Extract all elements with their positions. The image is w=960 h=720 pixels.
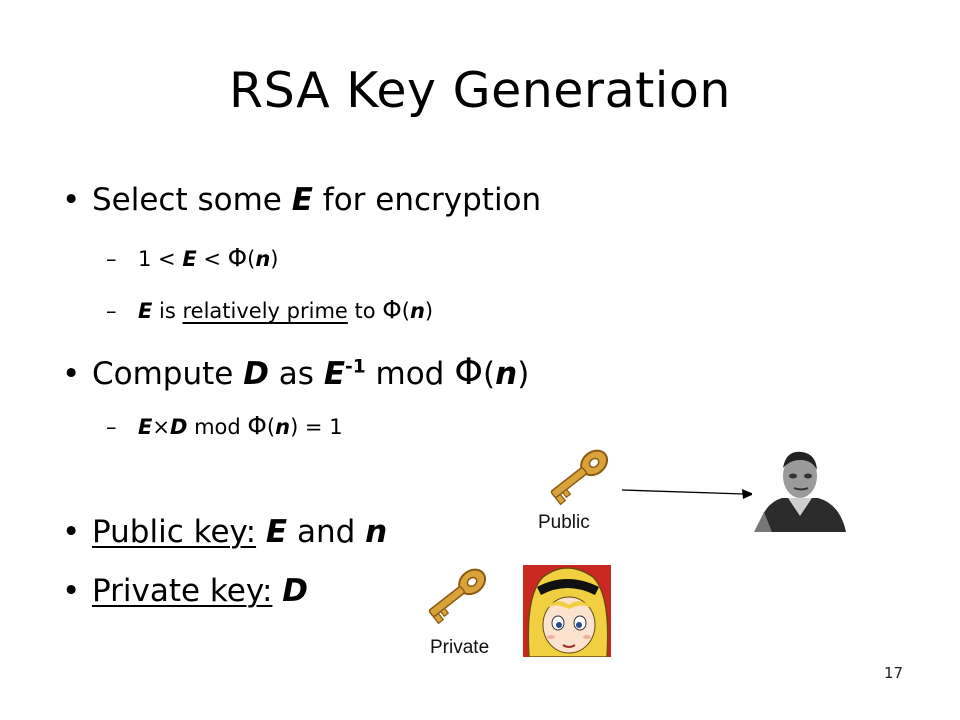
golden-key-icon (550, 449, 609, 506)
text: ) (517, 356, 530, 392)
var-d: D (243, 356, 269, 392)
text: ( (483, 356, 496, 392)
golden-key-icon (428, 568, 487, 625)
underlined-term: Public key: (92, 514, 257, 550)
var-n: n (365, 514, 388, 550)
text: ( (247, 247, 256, 271)
text: as (268, 356, 324, 392)
var-n: n (255, 247, 271, 271)
bullet-public-key: • Public key: E and n (62, 514, 387, 550)
text: to (347, 299, 383, 323)
text: is (152, 299, 183, 323)
private-caption: Private (430, 637, 490, 658)
text: mod (365, 356, 455, 392)
var-e: E (265, 514, 288, 550)
phi-symbol: Φ (454, 350, 484, 393)
var-e: E (182, 247, 197, 271)
text: ) (424, 299, 434, 323)
dash: – (106, 247, 117, 271)
text: ) = 1 (290, 415, 343, 439)
var-d: D (169, 415, 188, 439)
text (272, 573, 282, 609)
var-d: D (282, 573, 308, 609)
alice-cartoon-image (523, 565, 611, 657)
person-photo (752, 442, 848, 532)
bullet-compute-d: • Compute D as E-1 mod Φ(n) (62, 353, 530, 392)
sub-bullet-coprime: –E is relatively prime to Φ(n) (106, 295, 434, 324)
text (256, 514, 266, 550)
var-e: E (291, 182, 313, 218)
sub-bullet-range: –1 < E < Φ(n) (106, 243, 279, 272)
var-e: E (323, 356, 345, 392)
bullet-dot: • (62, 514, 81, 550)
var-n: n (409, 299, 425, 323)
private-key-image: Private (400, 565, 512, 667)
text: < (196, 247, 228, 271)
bullet-dot: • (62, 356, 81, 392)
underlined-term: relatively prime (182, 299, 348, 323)
bullet-select-e: • Select some E for encryption (62, 182, 541, 218)
text: ( (266, 415, 276, 439)
page-number: 17 (884, 664, 904, 682)
text: Select some (92, 182, 292, 218)
text: for encryption (312, 182, 542, 218)
phi-symbol: Φ (247, 411, 267, 440)
public-caption: Public (538, 512, 590, 533)
phi-symbol: Φ (227, 243, 248, 272)
var-n: n (275, 415, 291, 439)
public-key-image: Public (526, 446, 630, 544)
underlined-term: Private key: (92, 573, 273, 609)
dash: – (106, 299, 117, 323)
bullet-private-key: • Private key: D (62, 573, 308, 609)
superscript: -1 (345, 356, 366, 378)
var-n: n (495, 356, 518, 392)
times-symbol: × (152, 415, 170, 439)
var-e: E (138, 299, 153, 323)
phi-symbol: Φ (382, 295, 402, 324)
arrow-icon (621, 489, 754, 499)
sub-bullet-identity: –E×D mod Φ(n) = 1 (106, 411, 343, 440)
text: ( (401, 299, 410, 323)
text: ) (270, 247, 279, 271)
text: Compute (92, 356, 244, 392)
text: mod (187, 415, 248, 439)
dash: – (106, 415, 117, 439)
text: 1 < (138, 247, 183, 271)
var-e: E (138, 415, 153, 439)
bullet-dot: • (62, 573, 81, 609)
bullet-dot: • (62, 182, 81, 218)
text: and (287, 514, 366, 550)
slide-title: RSA Key Generation (229, 62, 731, 119)
